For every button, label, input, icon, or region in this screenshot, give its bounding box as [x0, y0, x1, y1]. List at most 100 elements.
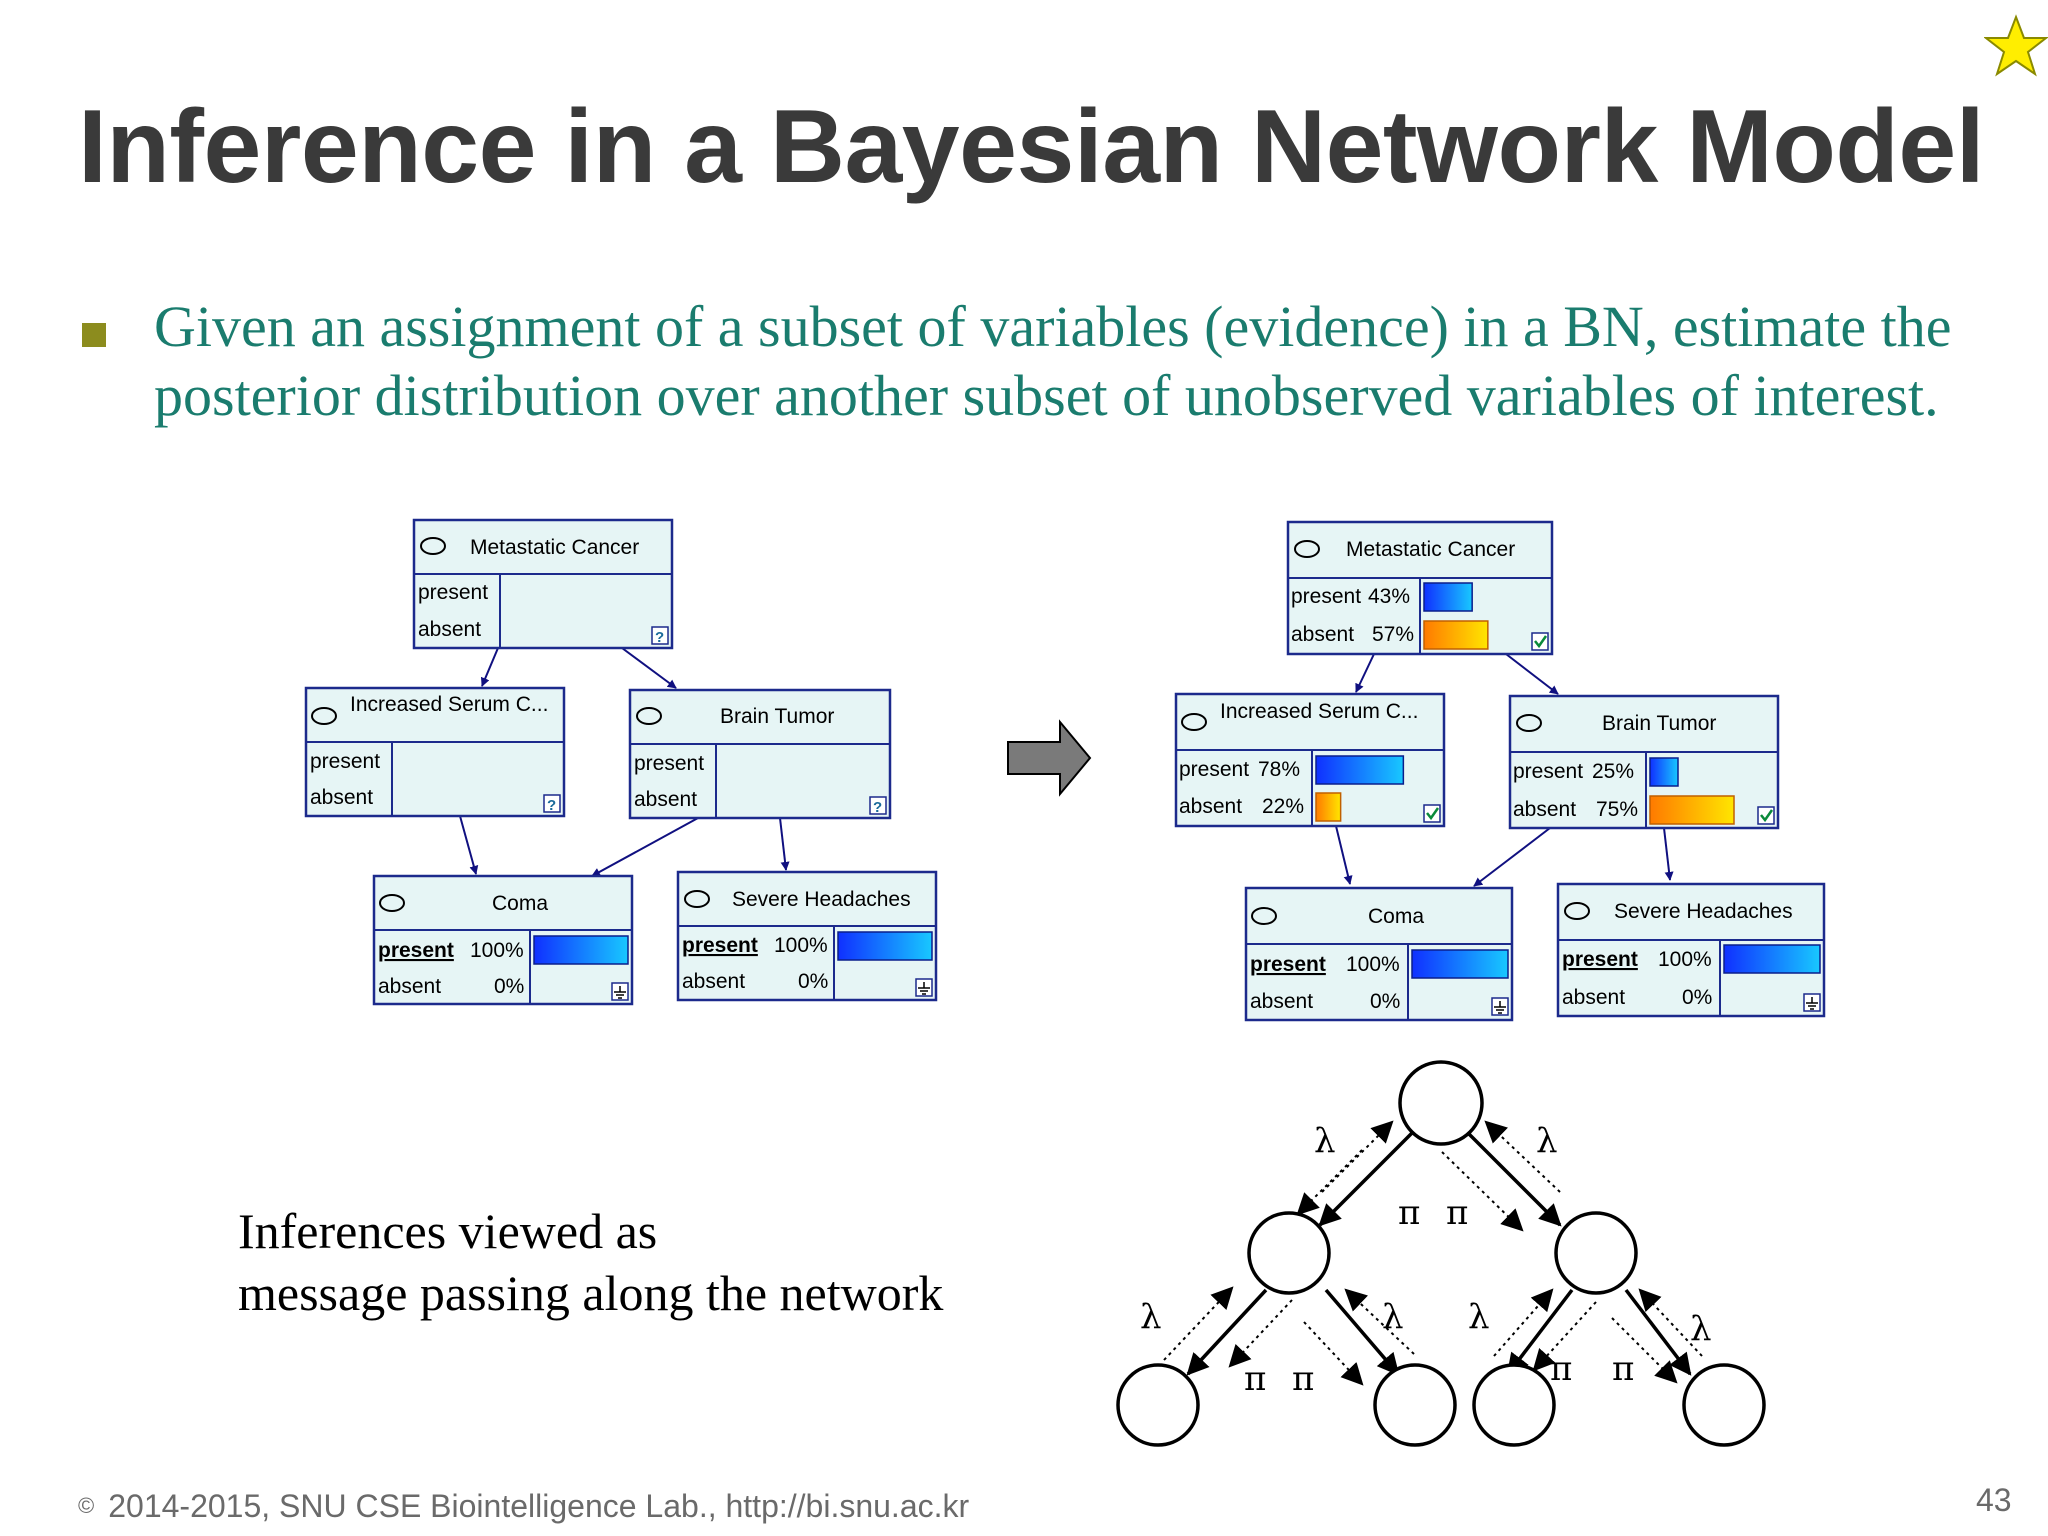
present-percent: 100%	[470, 939, 524, 962]
lambda-label: λ	[1536, 1121, 1558, 1161]
question-icon: ?	[547, 797, 556, 814]
pi-label: π	[1612, 1349, 1634, 1389]
left-network-edges	[459, 647, 790, 877]
present-percent: 100%	[1658, 948, 1712, 971]
state-present: present	[682, 934, 758, 957]
node-title: Metastatic Cancer	[1346, 538, 1515, 561]
node-brain-tumor-before[interactable]: Brain Tumor present absent ?	[628, 688, 892, 820]
state-absent: absent	[1179, 795, 1242, 818]
lambda-label: λ	[1140, 1297, 1162, 1337]
state-absent: absent	[1513, 798, 1576, 821]
copyright-symbol: ©	[78, 1493, 95, 1518]
footer-text: 2014-2015, SNU CSE Biointelligence Lab.,…	[108, 1488, 970, 1524]
brain-present-bar	[1649, 757, 1679, 787]
state-present: present	[1179, 758, 1249, 781]
absent-percent: 75%	[1596, 798, 1638, 821]
pi-label: π	[1550, 1349, 1572, 1389]
caption: Inferences viewed as message passing alo…	[238, 1200, 943, 1324]
node-title: Increased Serum C...	[1220, 700, 1418, 723]
present-percent: 25%	[1592, 760, 1634, 783]
state-absent: absent	[310, 786, 373, 809]
slide-title: Inference in a Bayesian Network Model	[78, 89, 1985, 205]
state-present: present	[418, 581, 488, 604]
state-absent: absent	[634, 788, 697, 811]
node-title: Severe Headaches	[732, 888, 911, 911]
lambda-label: λ	[1314, 1121, 1336, 1161]
coma-present-bar	[533, 935, 629, 965]
star-icon	[1984, 14, 2048, 77]
coma-present-bar	[1411, 949, 1509, 979]
state-absent: absent	[1291, 623, 1354, 646]
node-coma-after[interactable]: Coma present 100% absent 0%	[1244, 886, 1514, 1022]
checkmark-icon	[1760, 809, 1774, 823]
present-percent: 78%	[1258, 758, 1300, 781]
serum-present-bar	[1315, 755, 1405, 785]
node-title: Brain Tumor	[720, 705, 834, 728]
message-passing-tree: λ λ π π λ λ λ λ π π π π	[1116, 1060, 1766, 1447]
evidence-icon	[1494, 1001, 1506, 1014]
absent-percent: 0%	[494, 975, 524, 998]
evidence-icon	[1806, 997, 1818, 1010]
absent-percent: 0%	[1370, 990, 1400, 1013]
tree-left-node	[1247, 1211, 1331, 1295]
present-percent: 100%	[1346, 953, 1400, 976]
state-absent: absent	[418, 618, 481, 641]
node-increased-serum-after[interactable]: Increased Serum C... present 78% absent …	[1174, 692, 1446, 828]
tree-leaf-node	[1116, 1363, 1200, 1447]
node-title: Severe Headaches	[1614, 900, 1793, 923]
present-percent: 100%	[774, 934, 828, 957]
metastatic-absent-bar	[1423, 620, 1489, 650]
node-metastatic-cancer-after[interactable]: Metastatic Cancer present 43% absent 57%	[1286, 520, 1554, 656]
state-present: present	[634, 752, 704, 775]
node-brain-tumor-after[interactable]: Brain Tumor present 25% absent 75%	[1508, 694, 1780, 830]
state-present: present	[1250, 953, 1326, 976]
absent-percent: 0%	[1682, 986, 1712, 1009]
caption-line: message passing along the network	[238, 1265, 944, 1321]
state-present: present	[310, 750, 380, 773]
node-severe-headaches-before[interactable]: Severe Headaches present 100% absent 0%	[676, 870, 938, 1002]
checkmark-icon	[1426, 807, 1440, 821]
transition-arrow-icon	[1007, 719, 1092, 797]
question-icon: ?	[873, 799, 882, 816]
footer: © 2014-2015, SNU CSE Biointelligence Lab.…	[78, 1488, 969, 1525]
node-severe-headaches-after[interactable]: Severe Headaches present 100% absent 0%	[1556, 882, 1826, 1018]
metastatic-present-bar	[1423, 582, 1473, 612]
state-absent: absent	[1562, 986, 1625, 1009]
present-percent: 43%	[1368, 585, 1410, 608]
lambda-label: λ	[1382, 1297, 1404, 1337]
headaches-present-bar	[1723, 944, 1821, 974]
pi-label: π	[1446, 1193, 1468, 1233]
lambda-label: λ	[1690, 1309, 1712, 1349]
state-present: present	[1513, 760, 1583, 783]
node-coma-before[interactable]: Coma present 100% absent 0%	[372, 874, 634, 1006]
state-present: present	[378, 939, 454, 962]
serum-absent-bar	[1315, 792, 1342, 822]
node-title: Brain Tumor	[1602, 712, 1716, 735]
evidence-icon	[614, 986, 626, 999]
node-title: Increased Serum C...	[350, 693, 548, 716]
node-title: Coma	[1368, 905, 1424, 928]
lambda-label: λ	[1468, 1297, 1490, 1337]
state-absent: absent	[682, 970, 745, 993]
tree-leaf-node	[1472, 1363, 1556, 1447]
absent-percent: 57%	[1372, 623, 1414, 646]
tree-root-node	[1398, 1060, 1484, 1146]
node-title: Metastatic Cancer	[470, 536, 639, 559]
node-increased-serum-before[interactable]: Increased Serum C... present absent ?	[304, 686, 566, 818]
node-title: Coma	[492, 892, 548, 915]
state-present: present	[1562, 948, 1638, 971]
node-metastatic-cancer-before[interactable]: Metastatic Cancer present absent ?	[412, 518, 674, 650]
pi-label: π	[1292, 1359, 1314, 1399]
evidence-icon	[918, 982, 930, 995]
bullet-text: Given an assignment of a subset of varia…	[154, 294, 1952, 428]
right-network-edges	[1335, 653, 1674, 887]
absent-percent: 0%	[798, 970, 828, 993]
state-absent: absent	[378, 975, 441, 998]
pi-label: π	[1244, 1359, 1266, 1399]
tree-leaf-node	[1373, 1363, 1457, 1447]
pi-label: π	[1398, 1193, 1420, 1233]
tree-right-node	[1554, 1211, 1638, 1295]
brain-absent-bar	[1649, 795, 1735, 825]
absent-percent: 22%	[1262, 795, 1304, 818]
state-absent: absent	[1250, 990, 1313, 1013]
